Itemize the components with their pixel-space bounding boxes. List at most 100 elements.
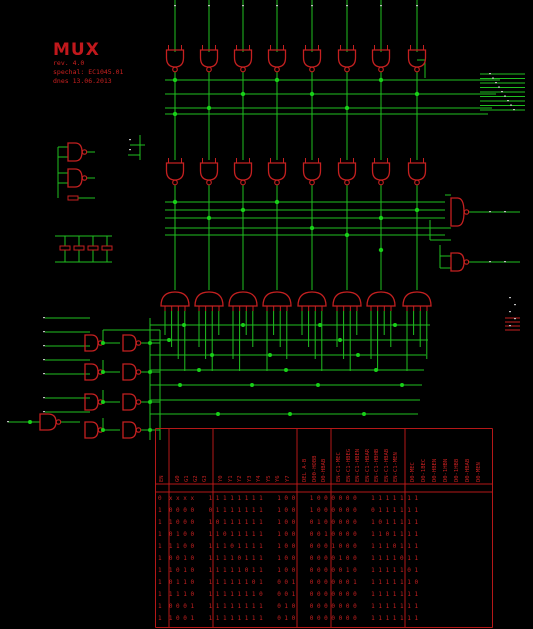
pin-mark [43, 331, 45, 333]
pin-mark [501, 91, 503, 93]
pin-mark [509, 297, 511, 299]
gate-bubble [274, 179, 280, 186]
title-block: MUX rev. 4.0 spechal: EC1045.01 dnes 13.… [53, 42, 123, 86]
pin-mark [380, 5, 382, 7]
inverter-gate [122, 363, 137, 381]
nand-gate-output-b [450, 252, 465, 272]
nand-gate-output-a [450, 197, 465, 227]
gate-bubble [172, 66, 178, 73]
and-gate-4input [332, 291, 362, 307]
pin-mark [43, 359, 45, 361]
and-gate-row1 [267, 49, 287, 68]
and-gate-row2 [407, 162, 427, 181]
junction-dot [374, 368, 378, 372]
pin-mark [208, 5, 210, 7]
junction-dot [393, 323, 397, 327]
junction-dot [182, 323, 186, 327]
junction-dot [378, 77, 384, 83]
gate-bubble [463, 209, 470, 215]
junction-dot [362, 412, 366, 416]
wire-layer [8, 0, 525, 440]
junction-dot [172, 199, 178, 205]
and-gate-row2 [233, 162, 253, 181]
pin-mark [416, 5, 418, 7]
pin-mark [129, 139, 131, 141]
junction-dot [288, 412, 292, 416]
junction-dot [101, 428, 105, 432]
junction-dot [338, 338, 342, 342]
pin-mark [509, 325, 511, 327]
gate-bubble [378, 179, 384, 186]
and-gate-row1 [337, 49, 357, 68]
and-gate-row2 [199, 162, 219, 181]
pin-mark [504, 261, 506, 263]
junction-dot [414, 91, 420, 97]
and-gate-row1 [199, 49, 219, 68]
junction-dot [148, 400, 152, 404]
pin-mark [43, 411, 45, 413]
gate-bubble [309, 66, 315, 73]
pin-mark [489, 261, 491, 263]
inverter-gate [122, 334, 137, 352]
gate-bubble [135, 369, 142, 375]
and-gate-4input [160, 291, 190, 307]
gate-bubble [463, 259, 470, 265]
pin-mark [507, 100, 509, 102]
capacitor-symbol [59, 245, 71, 251]
junction-dot [172, 111, 178, 117]
and-gate-4input [262, 291, 292, 307]
truth-table-row: 1 1 0 0 1 1 1 1 1 1 1 1 1 0 1 0 0 0 0 0 … [158, 615, 419, 622]
gate-bubble [206, 179, 212, 186]
title-line-part: spechal: EC1045.01 [53, 68, 124, 76]
junction-dot [206, 215, 212, 221]
truth-table-row: 1 1 0 0 0 1 0 1 1 1 1 1 1 1 0 0 0 1 0 0 … [158, 519, 419, 526]
and-gate-4input [297, 291, 327, 307]
junction-dot [414, 207, 420, 213]
pin-mark [43, 317, 45, 319]
junction-dot [284, 368, 288, 372]
pin-mark [510, 104, 512, 106]
junction-dot [378, 215, 384, 221]
gate-bubble [378, 66, 384, 73]
inverter-gate [84, 393, 99, 411]
junction-dot [274, 199, 280, 205]
and-gate-row2 [337, 162, 357, 181]
pin-mark [504, 211, 506, 213]
title-line-revision: rev. 4.0 [53, 59, 85, 67]
capacitor-symbol [73, 245, 85, 251]
gate-bubble [414, 66, 420, 73]
truth-table-grid [155, 428, 493, 628]
truth-table-row: 1 0 0 0 0 0 1 1 1 1 1 1 1 1 0 0 1 0 0 0 … [158, 507, 419, 514]
pin-mark [489, 211, 491, 213]
pin-mark [311, 5, 313, 7]
junction-dot [178, 383, 182, 387]
gate-bubble [135, 399, 142, 405]
pin-mark [495, 82, 497, 84]
pin-mark [513, 109, 515, 111]
junction-dot [197, 368, 201, 372]
junction-dot [400, 383, 404, 387]
junction-dot [101, 400, 105, 404]
and-gate-row2 [302, 162, 322, 181]
capacitor-symbol [87, 245, 99, 251]
junction-dot [378, 247, 384, 253]
and-gate-4input [366, 291, 396, 307]
pin-mark [492, 77, 494, 79]
pin-mark [514, 304, 516, 306]
junction-dot [148, 428, 152, 432]
gate-bubble [135, 340, 142, 346]
pin-mark [174, 5, 176, 7]
schematic-title: MUX [53, 40, 100, 60]
gate-bubble [344, 179, 350, 186]
gate-bubble [240, 66, 246, 73]
pin-mark [346, 5, 348, 7]
pin-mark [504, 95, 506, 97]
truth-table-row: 1 0 0 1 0 1 1 1 1 0 1 1 1 1 0 0 0 0 0 0 … [158, 555, 419, 562]
and-gate-4input [194, 291, 224, 307]
gate-bubble [135, 427, 142, 433]
gate-bubble [55, 419, 62, 425]
and-gate-row1 [302, 49, 322, 68]
junction-dot [268, 353, 272, 357]
junction-dot [240, 91, 246, 97]
pin-mark [43, 373, 45, 375]
